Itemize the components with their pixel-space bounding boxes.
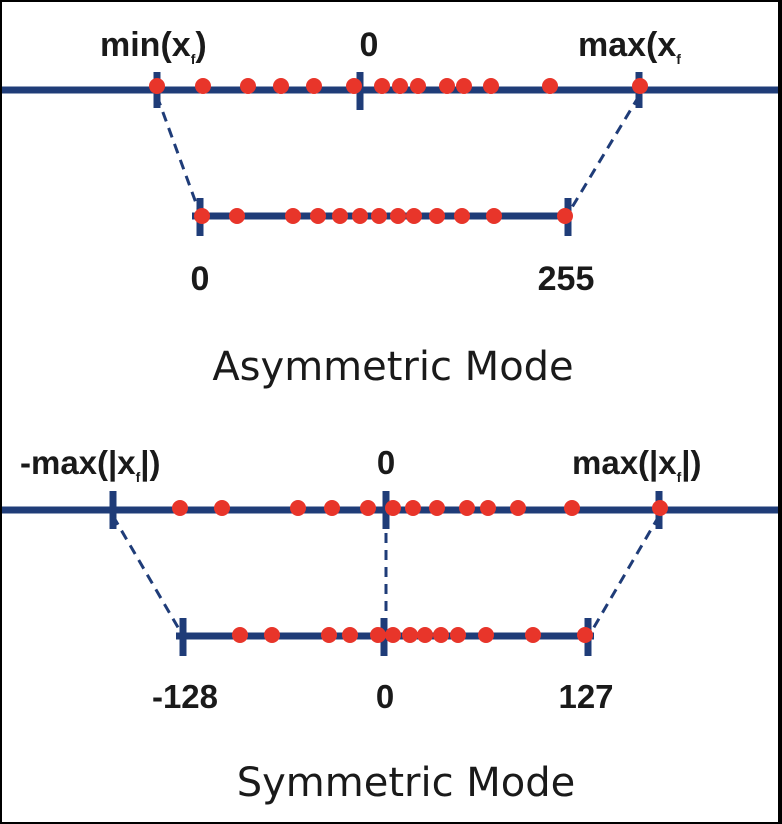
asym-int-point xyxy=(310,208,326,224)
asym-max-main: max(x xyxy=(578,26,676,64)
sym-float-point xyxy=(459,500,475,516)
asym-float-point xyxy=(483,78,499,94)
sym-neg-max-close: |) xyxy=(140,444,160,481)
asym-int-point xyxy=(229,208,245,224)
sym-int-point xyxy=(577,627,593,643)
sym-max-mapping-line xyxy=(588,515,661,635)
sym-neg-max-label: -max(|xf|) xyxy=(20,444,161,485)
sym-float-point xyxy=(172,500,188,516)
sym-int-point xyxy=(478,627,494,643)
sym-float-point xyxy=(405,500,421,516)
asym-float-point xyxy=(374,78,390,94)
sym-int-points xyxy=(232,627,593,643)
asym-max-mapping-line xyxy=(566,95,641,215)
asym-int-point xyxy=(332,208,348,224)
asym-float-point xyxy=(439,78,455,94)
asym-min-mapping-line xyxy=(155,95,202,215)
asym-float-point xyxy=(456,78,472,94)
asym-int-point xyxy=(406,208,422,224)
sym-int-point xyxy=(342,627,358,643)
sym-int-point xyxy=(525,627,541,643)
asym-int-point xyxy=(454,208,470,224)
sym-int-point xyxy=(264,627,280,643)
asym-int-low-label: 0 xyxy=(191,260,210,298)
asym-int-point xyxy=(352,208,368,224)
sym-int-point xyxy=(370,627,386,643)
sym-int-point xyxy=(417,627,433,643)
asym-float-point xyxy=(240,78,256,94)
asym-int-point xyxy=(371,208,387,224)
sym-max-subscript: f xyxy=(677,469,682,485)
asym-min-main: min(x xyxy=(100,26,191,64)
sym-int-low-label: -128 xyxy=(152,678,218,715)
sym-int-point xyxy=(402,627,418,643)
asym-float-point xyxy=(195,78,211,94)
asym-int-high-label: 255 xyxy=(538,260,595,298)
sym-max-close: |) xyxy=(681,444,701,481)
asym-float-point xyxy=(410,78,426,94)
asym-int-point xyxy=(429,208,445,224)
asym-caption: Asymmetric Mode xyxy=(212,344,573,390)
asym-float-point xyxy=(392,78,408,94)
sym-float-point xyxy=(360,500,376,516)
sym-int-point xyxy=(450,627,466,643)
asym-float-point xyxy=(149,78,165,94)
sym-neg-max-subscript: f xyxy=(136,469,141,485)
asym-int-point xyxy=(194,208,210,224)
sym-int-zero-label: 0 xyxy=(376,678,394,715)
sym-max-main: max(|x xyxy=(572,444,677,481)
asym-zero-label: 0 xyxy=(360,26,379,64)
sym-int-point xyxy=(433,627,449,643)
sym-zero-label: 0 xyxy=(377,444,395,481)
sym-float-point xyxy=(324,500,340,516)
asym-float-point xyxy=(346,78,362,94)
asym-float-point xyxy=(632,78,648,94)
asym-float-point xyxy=(273,78,289,94)
asym-min-close: ) xyxy=(195,26,206,64)
sym-float-point xyxy=(214,500,230,516)
asym-float-point xyxy=(542,78,558,94)
asym-int-point xyxy=(285,208,301,224)
sym-int-point xyxy=(321,627,337,643)
asym-min-subscript: f xyxy=(191,51,196,67)
sym-neg-max-mapping-line xyxy=(111,515,185,637)
asym-float-point xyxy=(306,78,322,94)
asym-min-label: min(xf) xyxy=(100,26,207,67)
sym-float-points xyxy=(172,500,668,516)
sym-float-point xyxy=(429,500,445,516)
sym-int-point xyxy=(232,627,248,643)
sym-neg-max-main: -max(|x xyxy=(20,444,136,481)
sym-caption: Symmetric Mode xyxy=(237,760,576,806)
sym-float-point xyxy=(480,500,496,516)
asym-int-points xyxy=(194,208,573,224)
sym-int-point xyxy=(385,627,401,643)
asym-max-subscript: f xyxy=(676,51,681,67)
asym-int-point xyxy=(486,208,502,224)
sym-int-high-label: 127 xyxy=(558,678,613,715)
sym-float-point xyxy=(385,500,401,516)
asym-max-label: max(xf xyxy=(578,26,681,67)
asym-int-point xyxy=(557,208,573,224)
sym-float-point xyxy=(652,500,668,516)
sym-max-label: max(|xf|) xyxy=(572,444,702,485)
asym-float-points xyxy=(149,78,648,94)
sym-float-point xyxy=(510,500,526,516)
sym-float-point xyxy=(564,500,580,516)
asym-int-point xyxy=(390,208,406,224)
sym-float-point xyxy=(290,500,306,516)
